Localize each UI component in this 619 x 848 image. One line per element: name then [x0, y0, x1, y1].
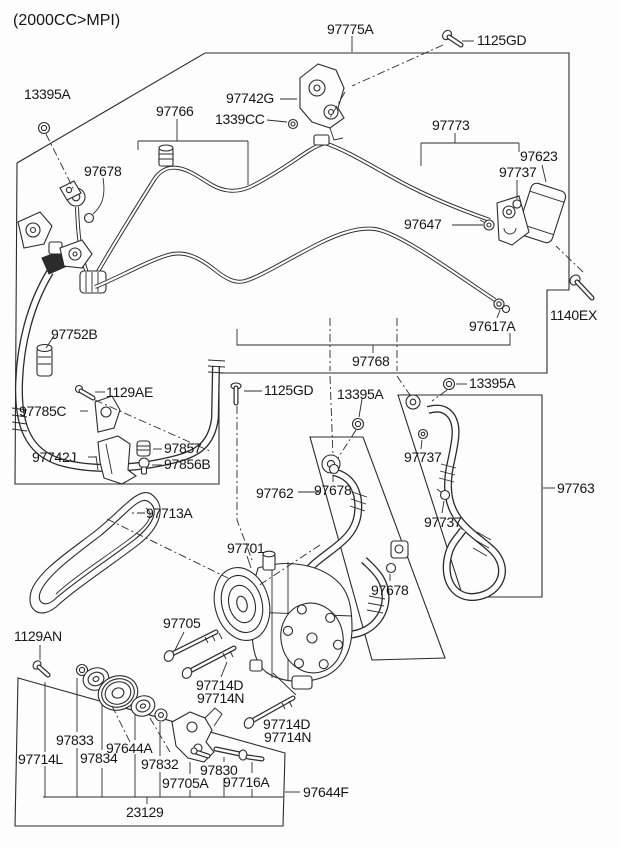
- part-label-1129ae: 1129AE: [106, 384, 153, 400]
- part-label-97701: 97701: [227, 540, 265, 556]
- ring-97737-icon-mid: [419, 430, 428, 439]
- part-label-97713a: 97713A: [146, 505, 193, 521]
- flange-bolt-1125GD-icon-1: [441, 29, 461, 45]
- part-label-97763: 97763: [557, 480, 595, 496]
- clamp-97785C: [95, 396, 120, 432]
- part-label-97644a: 97644A: [106, 740, 153, 756]
- part-label-97742j: 97742J: [32, 449, 77, 465]
- screw-1129AN-icon: [31, 659, 48, 675]
- part-label-97737-2: 97737: [404, 449, 442, 465]
- part-label-1129an: 1129AN: [14, 628, 62, 644]
- part-label-97768: 97768: [352, 353, 390, 369]
- part-label-1125gd-2: 1125GD: [264, 382, 314, 398]
- part-label-97856b: 97856B: [164, 456, 211, 472]
- group-boxes: [15, 53, 569, 826]
- part-label-1339cc: 1339CC: [215, 111, 265, 127]
- part-label-97737-1: 97737: [499, 164, 537, 180]
- flange-bolt-1140EX-icon: [568, 273, 592, 298]
- part-label-97833: 97833: [56, 732, 94, 748]
- part-label-97714n-2: 97714N: [264, 729, 312, 745]
- part-label-97678-1: 97678: [84, 163, 122, 179]
- part-label-13395a-1: 13395A: [24, 86, 71, 102]
- part-label-97830: 97830: [200, 762, 238, 778]
- part-label-97705: 97705: [163, 615, 201, 631]
- ring-97737-icon-top: [513, 200, 521, 208]
- leader-lines: [40, 36, 555, 792]
- mount-bolts: [163, 632, 293, 730]
- hose-97763: [406, 395, 502, 597]
- part-label-97623: 97623: [520, 148, 558, 164]
- receiver-drier-97623: [516, 182, 567, 244]
- part-label-97857: 97857: [164, 440, 202, 456]
- o-ring-97678-icon-3: [387, 564, 396, 573]
- compressor-97701: [206, 551, 352, 689]
- part-label-97752b: 97752B: [51, 326, 98, 342]
- part-label-97617a: 97617A: [469, 318, 516, 334]
- pulley-cluster: [77, 665, 263, 763]
- clip-97647-icon: [480, 220, 494, 230]
- bracket-97742G: [300, 64, 344, 145]
- part-label-97832: 97832: [141, 756, 179, 772]
- hex-nut-13395A-icon-1: [39, 123, 50, 134]
- part-label-97716a: 97716A: [223, 774, 270, 790]
- part-label-97775a: 97775A: [327, 21, 374, 37]
- part-label-97644f: 97644F: [303, 784, 349, 800]
- dash-dot-leaders: [46, 45, 583, 752]
- part-label-97714n-1: 97714N: [197, 690, 245, 706]
- part-label-97714d-1: 97714D: [196, 677, 244, 693]
- part-label-97678-3: 97678: [371, 582, 409, 598]
- suction-hose: [12, 242, 225, 470]
- screw-1129AE-icon: [76, 386, 94, 399]
- plug-97856B-icon: [139, 458, 149, 474]
- drive-belt-97713A: [30, 493, 160, 613]
- grommet-97857-icon: [137, 441, 150, 456]
- part-label-1125gd-1: 1125GD: [477, 32, 527, 48]
- liquid-pipe-97768: [95, 229, 510, 313]
- part-label-97762: 97762: [256, 485, 294, 501]
- o-ring-97678-icon-1: [85, 214, 94, 223]
- hex-nut-13395A-icon-2: [353, 419, 364, 430]
- o-ring-97678-icon-2: [330, 465, 339, 474]
- part-label-97714l: 97714L: [18, 751, 63, 767]
- bracket-97742J: [98, 436, 136, 484]
- part-label-97714d-2: 97714D: [263, 716, 311, 732]
- part-label-97647: 97647: [404, 216, 442, 232]
- part-label-23129: 23129: [126, 804, 164, 820]
- hex-nut-13395A-icon-3: [444, 379, 455, 390]
- hex-nut-1339CC-icon: [289, 120, 298, 129]
- part-label-13395a-2: 13395A: [337, 386, 384, 402]
- pipe-clamps-top-left: [18, 212, 92, 268]
- part-label-97834: 97834: [80, 750, 118, 766]
- part-label-97737-3: 97737: [424, 514, 462, 530]
- part-label-97773: 97773: [432, 117, 470, 133]
- bolt-1125GD-icon-2: [231, 383, 241, 403]
- part-label-97766: 97766: [156, 103, 194, 119]
- part-label-97742g: 97742G: [226, 90, 275, 106]
- part-label-97705a: 97705A: [162, 775, 209, 791]
- part-label-97785c: 97785C: [19, 403, 67, 419]
- part-label-13395a-3: 13395A: [469, 375, 516, 391]
- part-label-97678-2: 97678: [314, 482, 352, 498]
- part-label-1140ex: 1140EX: [550, 307, 597, 323]
- diagram-title: (2000CC>MPI): [13, 12, 121, 29]
